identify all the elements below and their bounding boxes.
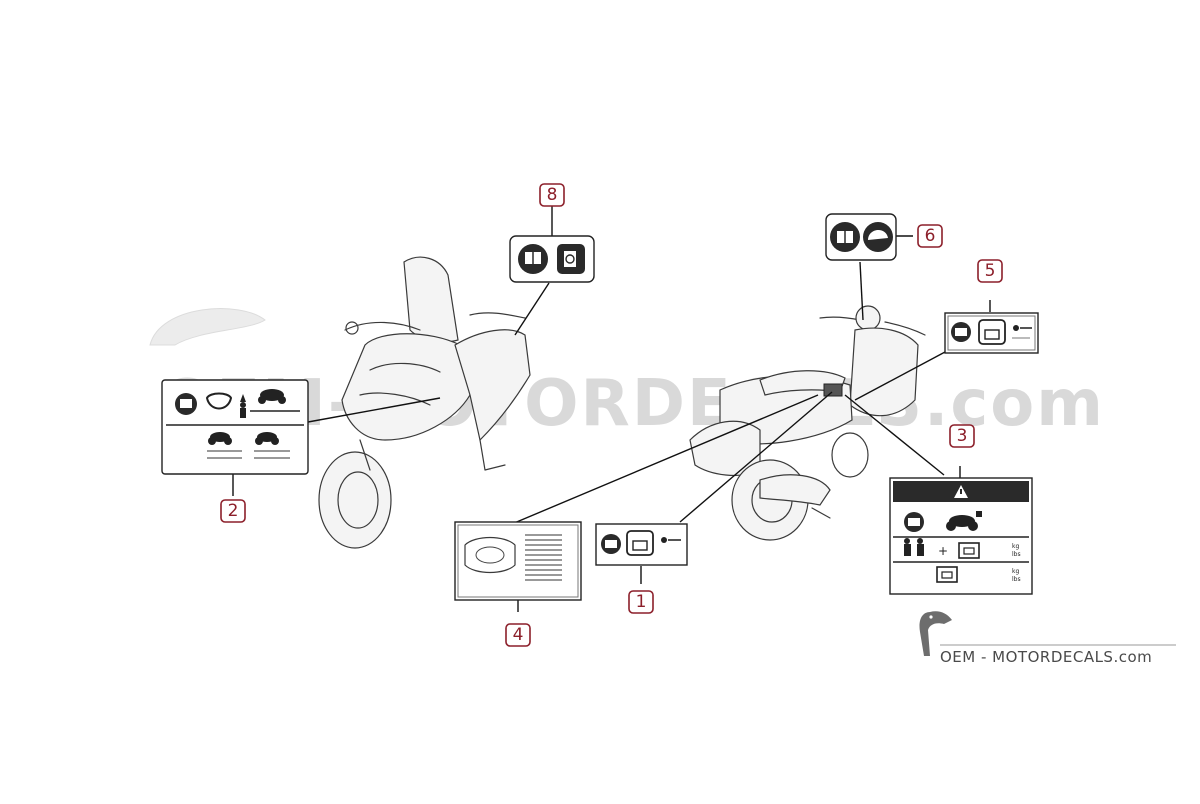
leader-2 [307,397,441,423]
callout-8[interactable]: 8 [539,183,565,207]
front-fork [359,439,371,471]
small-text-icon [1013,325,1019,331]
callout-label: 5 [985,261,996,281]
decal-6[interactable] [825,213,897,261]
front-wheel [318,451,392,549]
decal-1[interactable] [595,523,688,566]
text-lines-icon [525,534,562,581]
footpeg [811,507,831,519]
riders-icon [904,544,911,556]
callout-label: 1 [636,592,647,612]
unit-kg-2: kg [1012,568,1019,575]
callout-5[interactable]: 5 [977,259,1003,283]
callout-label: 3 [957,426,968,446]
callout-4[interactable]: 4 [505,623,531,647]
toucan-logo-icon [919,611,952,656]
callout-1[interactable]: 1 [628,590,654,614]
unit-lbs-1: lbs [1012,551,1021,558]
decal-5[interactable] [944,312,1039,354]
callout-6[interactable]: 6 [917,224,943,248]
leader-8 [514,282,550,336]
luggage-icon [958,542,980,559]
leader-3 [844,394,945,476]
front-wheel-rear-view [831,432,869,478]
body-panel [454,329,531,442]
brand-text: OEM - MOTORDECALS.com [940,648,1152,666]
fuel-can-icon [626,530,654,556]
front-wheel-hub [337,471,379,529]
callout-label: 6 [925,226,936,246]
kickstand [479,439,506,471]
decal-8[interactable] [509,235,595,283]
muffler [759,474,831,506]
handlebar-left [344,321,421,331]
watermark: OEM-MOTORDECALS.com [149,308,1105,441]
callout-3[interactable]: 3 [949,424,975,448]
handlebar-right-rear [884,321,926,336]
rider-icon [240,408,246,418]
handlebar-left-rear [819,316,861,321]
leader-6-down [859,261,864,321]
small-text-icon [661,537,667,543]
decal-4[interactable] [454,521,582,601]
svg-text:+: + [938,544,948,558]
unit-kg-1: kg [1012,543,1019,550]
motorcycle-icon [260,389,284,401]
mirror-left [345,321,359,335]
luggage-icon-2 [936,566,958,583]
fairing-line-2 [359,392,431,406]
fuel-can-icon [978,319,1006,345]
decal-2[interactable] [161,379,309,475]
callout-2[interactable]: 2 [220,499,246,523]
scooter-front-view [318,256,531,549]
unit-lbs-2: lbs [1012,576,1021,583]
fairing-line [369,362,441,373]
decal-3[interactable]: + kg lbs kg lbs [889,477,1033,595]
tire-pressure-icon [205,392,233,410]
front-fairing [341,333,471,441]
engine-diagram-icon [464,536,516,574]
handlebar-right [469,312,526,319]
tail-section [689,420,761,476]
leader-1 [679,391,833,523]
callout-label: 4 [513,625,524,645]
brand-footer: OEM - MOTORDECALS.com [919,611,1176,666]
callout-label: 8 [547,185,558,205]
leader-5 [854,351,946,401]
callout-label: 2 [228,501,239,521]
windscreen [403,256,459,343]
body-decal-spot [823,383,843,397]
watermark-text: OEM-MOTORDECALS.com [160,367,1105,441]
decal-4-frame [454,521,582,601]
watermark-logo-shape [149,308,266,346]
headlamp-cluster [855,305,881,331]
decal-1-frame [595,523,688,566]
